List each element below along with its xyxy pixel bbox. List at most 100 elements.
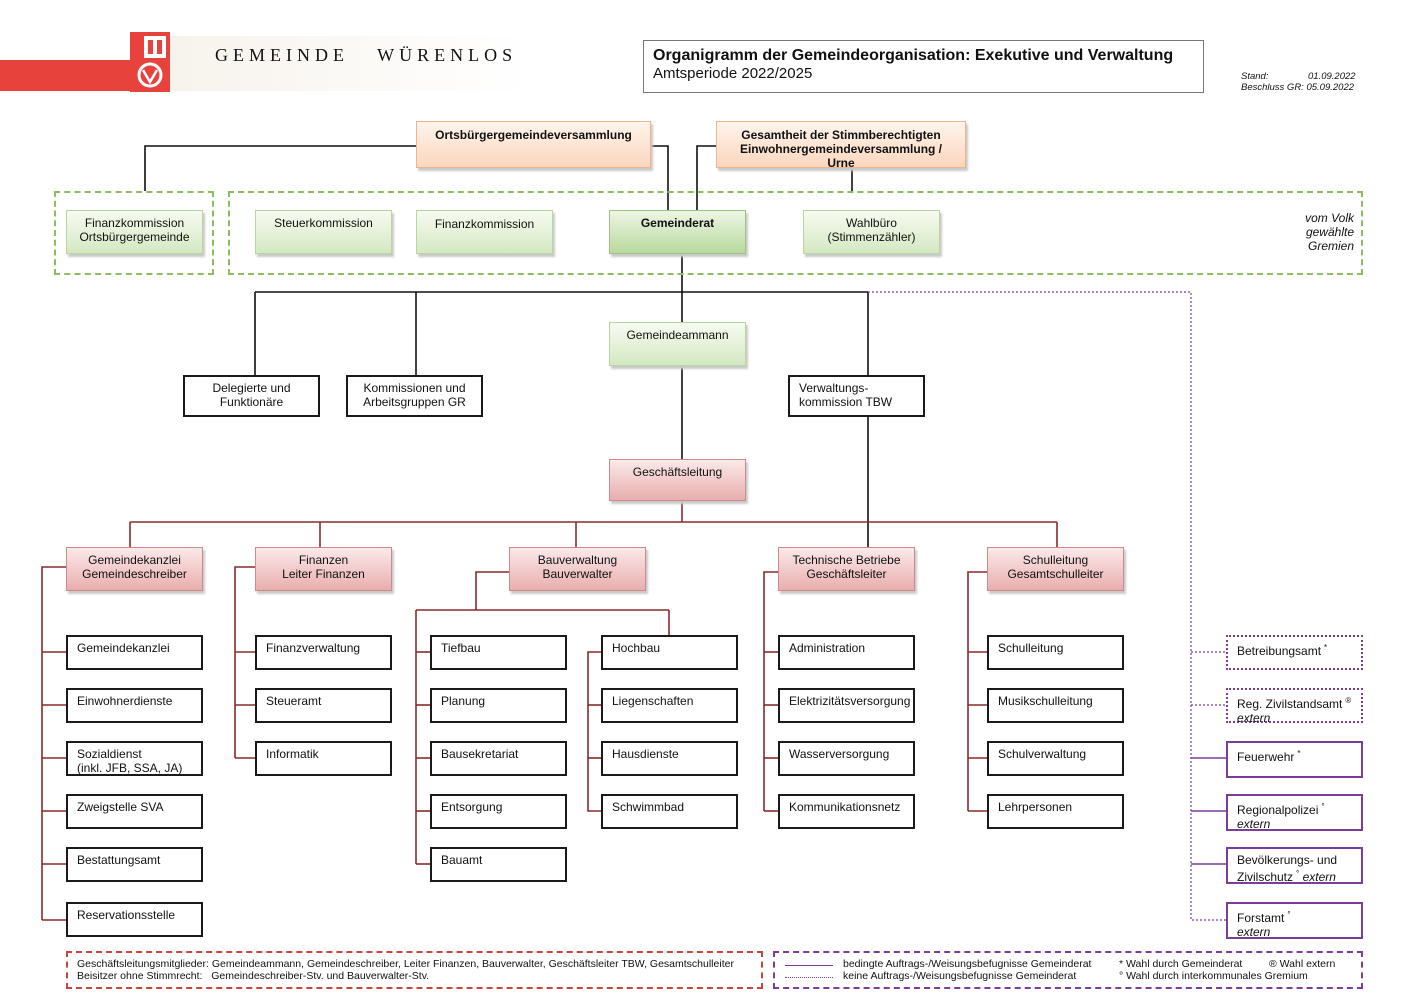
legend-dotted-line xyxy=(785,977,833,978)
municipality-name: GEMEINDE WÜRENLOS xyxy=(215,45,518,65)
header-band-left xyxy=(0,60,140,91)
gl-label: Geschäftsleitung xyxy=(632,465,723,479)
bau-line2: Bauverwalter xyxy=(542,567,613,581)
ext-extern: extern xyxy=(1237,817,1271,831)
unit-label: Schulverwaltung xyxy=(998,747,1087,761)
header-band-fade xyxy=(168,36,528,91)
ammann-label: Gemeindeammann xyxy=(626,328,729,342)
unit-box: Reservationsstelle xyxy=(66,902,203,937)
ext-label: Regionalpolizei xyxy=(1237,803,1319,817)
schule-line1: Schulleitung xyxy=(1022,553,1089,567)
legend-w3: ° Wahl durch interkommunales Gremium xyxy=(1119,970,1308,982)
verwaltungskommission-box: Verwaltungs- kommission TBW xyxy=(788,375,925,417)
unit-box: Wasserversorgung xyxy=(778,741,915,776)
ext-label: Reg. Zivilstandsamt xyxy=(1237,697,1343,711)
unit-label: Informatik xyxy=(266,747,319,761)
gemeinderat-label: Gemeinderat xyxy=(640,216,715,230)
unit-box: Elektrizitätsversorgung xyxy=(778,688,915,723)
ext-mark: ° xyxy=(1287,910,1291,919)
dept-finanzen: Finanzen Leiter Finanzen xyxy=(255,547,392,591)
ortsbuerger-label: Ortsbürgergemeindeversammlung xyxy=(435,128,632,142)
ext-forstamt: Forstamt° extern xyxy=(1226,902,1363,939)
dept-kanzlei: Gemeindekanzlei Gemeindeschreiber xyxy=(66,547,203,591)
dept-schule: Schulleitung Gesamtschulleiter xyxy=(987,547,1124,591)
unit-label: Hochbau xyxy=(612,641,661,655)
unit-label: Entsorgung xyxy=(441,800,503,814)
finanzen-line2: Leiter Finanzen xyxy=(282,567,365,581)
unit-label: Wasserversorgung xyxy=(789,747,890,761)
stand-date: 01.09.2022 xyxy=(1308,71,1356,82)
vk-line1: Verwaltungs- xyxy=(799,381,869,395)
unit-box: Schulverwaltung xyxy=(987,741,1124,776)
stimm-line2: Einwohnergemeindeversammlung / Urne xyxy=(739,142,943,170)
vk-line2: kommission TBW xyxy=(799,395,893,409)
ext-label: Feuerwehr xyxy=(1237,750,1295,764)
title-box: Organigramm der Gemeindeorganisation: Ex… xyxy=(643,40,1204,93)
coat-of-arms xyxy=(130,32,170,92)
unit-label-sub: (inkl. JFB, SSA, JA) xyxy=(77,761,183,775)
dept-tbw: Technische Betriebe Geschäftsleiter xyxy=(778,547,915,591)
unit-label: Einwohnerdienste xyxy=(77,694,173,708)
unit-label: Planung xyxy=(441,694,486,708)
komm-line1: Kommissionen und xyxy=(363,381,466,395)
unit-box: Bestattungsamt xyxy=(66,847,203,882)
fk-ob-line2: Ortsbürgergemeinde xyxy=(79,230,190,244)
stimm-line1: Gesamtheit der Stimmberechtigten xyxy=(741,128,941,142)
unit-label: Schulleitung xyxy=(998,641,1064,655)
unit-label: Bauamt xyxy=(441,853,483,867)
unit-label: Musikschulleitung xyxy=(998,694,1093,708)
unit-label: Lehrpersonen xyxy=(998,800,1073,814)
stimmberechtigte-box: Gesamtheit der Stimmberechtigten Einwohn… xyxy=(716,121,966,170)
unit-label: Hausdienste xyxy=(612,747,679,761)
unit-box: Administration xyxy=(778,635,915,670)
volk-note: vom Volk gewählte Gremien xyxy=(1280,211,1354,253)
gremien-ob-frame xyxy=(54,191,214,275)
volk-line3: Gremien xyxy=(1307,239,1354,253)
unit-label: Liegenschaften xyxy=(612,694,694,708)
unit-box: Planung xyxy=(430,688,567,723)
ext-label2: Zivilschutz xyxy=(1237,870,1294,884)
unit-label: Kommunikationsnetz xyxy=(789,800,901,814)
page-subtitle: Amtsperiode 2022/2025 xyxy=(653,65,813,82)
steuer-label: Steuerkommission xyxy=(274,216,373,230)
unit-box: Lehrpersonen xyxy=(987,794,1124,829)
unit-box: Finanzverwaltung xyxy=(255,635,392,670)
unit-box: Bausekretariat xyxy=(430,741,567,776)
ext-label: Bevölkerungs- und xyxy=(1237,853,1338,867)
ext-mark: * xyxy=(1324,643,1328,652)
ext-label: Forstamt xyxy=(1237,911,1285,925)
unit-label: Finanzverwaltung xyxy=(266,641,361,655)
ortsbuerger-assembly: Ortsbürgergemeindeversammlung xyxy=(416,121,651,168)
kommissionen-box: Kommissionen und Arbeitsgruppen GR xyxy=(346,375,483,417)
ext-feuerwehr: Feuerwehr* xyxy=(1226,741,1363,778)
unit-label: Sozialdienst xyxy=(77,747,142,761)
unit-box: Einwohnerdienste xyxy=(66,688,203,723)
legend-beisitzer: Beisitzer ohne Stimmrecht: Gemeindeschre… xyxy=(77,970,430,982)
tbw-line2: Geschäftsleiter xyxy=(806,567,887,581)
unit-label: Tiefbau xyxy=(441,641,481,655)
unit-label: Bausekretariat xyxy=(441,747,519,761)
unit-box: Informatik xyxy=(255,741,392,776)
ext-extern: extern xyxy=(1237,711,1271,725)
ext-label: Betreibungsamt xyxy=(1237,644,1322,658)
page-title: Organigramm der Gemeindeorganisation: Ex… xyxy=(653,47,1174,64)
unit-box: Schwimmbad xyxy=(601,794,738,829)
unit-box: Schulleitung xyxy=(987,635,1124,670)
unit-box: Hochbau xyxy=(601,635,738,670)
unit-label: Administration xyxy=(789,641,866,655)
unit-box: Gemeindekanzlei xyxy=(66,635,203,670)
legend-w1: * Wahl durch Gemeinderat xyxy=(1119,958,1243,970)
kanzlei-line1: Gemeindekanzlei xyxy=(88,553,181,567)
unit-label: Schwimmbad xyxy=(612,800,685,814)
wahl-line1: Wahlbüro xyxy=(846,216,897,230)
legend-solid-text: bedingte Auftrags-/Weisungsbefugnisse Ge… xyxy=(843,958,1092,970)
legend-w2: ® Wahl extern xyxy=(1269,958,1336,970)
finanzkommission: Finanzkommission xyxy=(416,210,553,254)
legend-gl: Geschäftsleitungsmitglieder: Gemeindeamm… xyxy=(66,951,763,989)
unit-box: Hausdienste xyxy=(601,741,738,776)
finanzen-line1: Finanzen xyxy=(298,553,349,567)
ext-mark: ® xyxy=(1345,696,1352,705)
volk-line1: vom Volk xyxy=(1305,211,1354,225)
unit-label: Reservationsstelle xyxy=(77,908,176,922)
